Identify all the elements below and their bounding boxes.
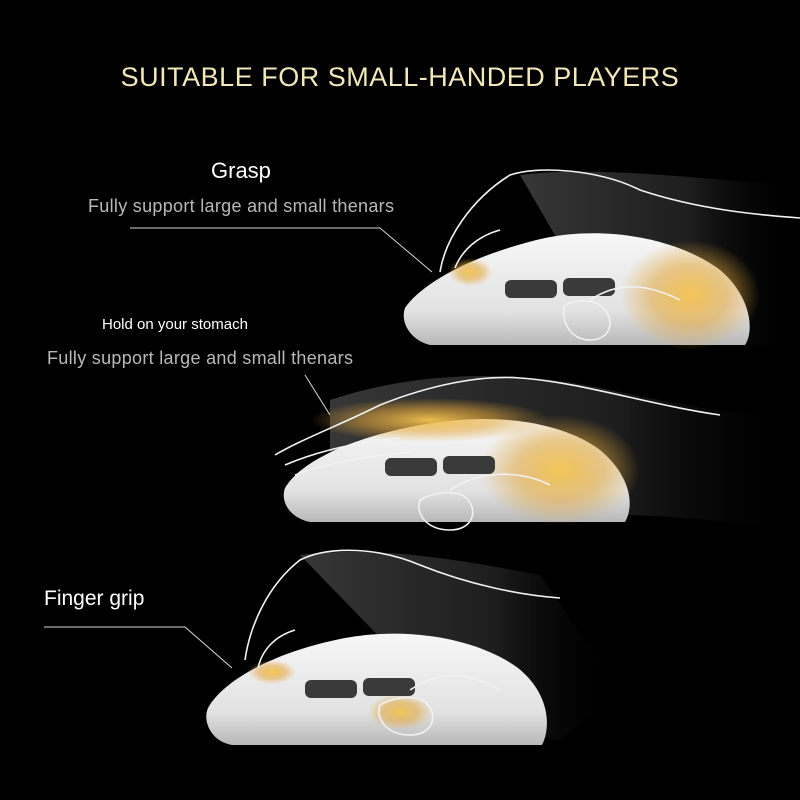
finger-side-button-1 (305, 680, 357, 698)
page-headline: SUITABLE FOR SMALL-HANDED PLAYERS (120, 62, 680, 92)
finger-side-button-2 (363, 678, 415, 696)
leader-line-grasp (130, 227, 433, 273)
grip-title-grasp: Grasp (211, 158, 271, 183)
palm-top-glow (310, 398, 550, 442)
finger-thumb-glow (368, 694, 432, 730)
leader-line-finger (44, 626, 233, 669)
finger-tip-glow (248, 660, 296, 684)
grip-description-grasp: Fully support large and small thenars (88, 196, 395, 216)
palm-thenar-glow (480, 415, 640, 525)
grasp-illustration (403, 169, 800, 350)
finger-hand-outline (244, 549, 561, 736)
grip-description-palm: Fully support large and small thenars (47, 348, 354, 368)
palm-hand-outline (274, 376, 721, 531)
palm-side-button-2 (443, 456, 495, 474)
grasp-side-button-1 (505, 280, 557, 298)
grasp-fingertip-glow (448, 258, 492, 286)
grip-title-palm: Hold on your stomach (102, 316, 248, 333)
grip-title-finger: Finger grip (44, 587, 145, 610)
leader-line-palm (304, 374, 331, 416)
grasp-hand-outline (439, 169, 800, 341)
grasp-side-button-2 (563, 278, 615, 296)
grasp-thenar-glow (620, 240, 760, 350)
palm-illustration (274, 376, 800, 531)
palm-side-button-1 (385, 458, 437, 476)
finger-illustration (206, 549, 620, 745)
